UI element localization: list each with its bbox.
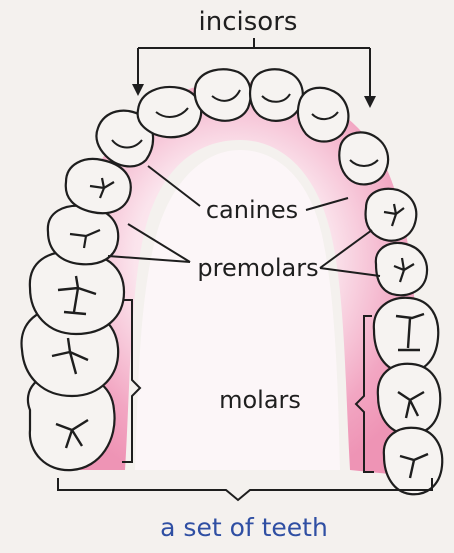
diagram-caption: a set of teeth (160, 513, 328, 542)
premolar-right-1 (366, 189, 417, 241)
right-molars (374, 298, 442, 494)
incisor-right-2 (298, 88, 348, 142)
canine-right (339, 132, 388, 184)
incisor-left-2 (138, 87, 201, 137)
incisor-left-1 (195, 69, 251, 120)
set-of-teeth-bracket (58, 478, 432, 500)
incisor-right-1 (250, 69, 303, 120)
label-molars: molars (219, 386, 301, 414)
label-incisors: incisors (199, 7, 298, 37)
label-premolars: premolars (197, 254, 318, 282)
molar-right-1 (374, 298, 438, 372)
label-canines: canines (206, 196, 298, 224)
